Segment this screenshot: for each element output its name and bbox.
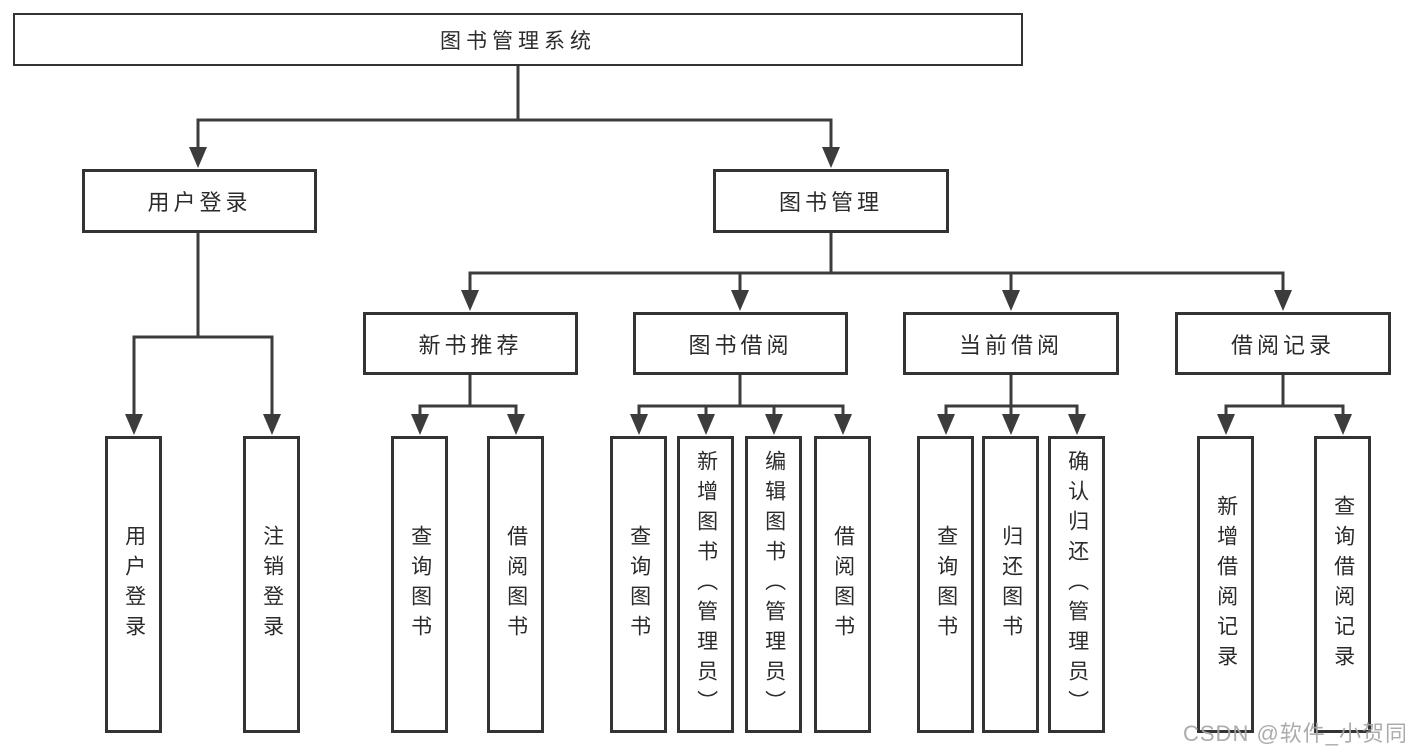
leaf-logout: 注销登录: [243, 436, 300, 733]
leaf-borrow-books-2: 借阅图书: [814, 436, 871, 733]
leaf-borrow-books-1: 借阅图书: [487, 436, 544, 733]
node-book-borrow: 图书借阅: [633, 312, 848, 375]
leaf-add-book-admin: 新增图书（管理员）: [677, 436, 734, 733]
leaf-confirm-return-admin-label: 确认归还（管理员）: [1065, 449, 1089, 720]
leaf-add-borrow-record: 新增借阅记录: [1197, 436, 1254, 733]
leaf-add-book-admin-label: 新增图书（管理员）: [694, 449, 718, 720]
node-current-borrow: 当前借阅: [903, 312, 1119, 375]
node-new-book-recommend: 新书推荐: [363, 312, 578, 375]
leaf-query-books-3: 查询图书: [917, 436, 974, 733]
leaf-borrow-books-2-label: 借阅图书: [831, 524, 855, 645]
leaf-query-books-1: 查询图书: [391, 436, 448, 733]
leaf-borrow-books-1-label: 借阅图书: [504, 524, 528, 645]
leaf-logout-label: 注销登录: [260, 524, 284, 645]
leaf-return-books-label: 归还图书: [999, 524, 1023, 645]
leaf-query-books-1-label: 查询图书: [408, 524, 432, 645]
watermark: CSDN @软件_小贺同学: [1183, 721, 1405, 746]
leaf-confirm-return-admin: 确认归还（管理员）: [1048, 436, 1105, 733]
node-borrow-records: 借阅记录: [1175, 312, 1391, 375]
leaf-query-books-2: 查询图书: [610, 436, 667, 733]
leaf-edit-book-admin: 编辑图书（管理员）: [745, 436, 802, 733]
leaf-add-borrow-record-label: 新增借阅记录: [1214, 494, 1238, 675]
branch-book-management: 图书管理: [713, 169, 949, 233]
leaf-query-books-2-label: 查询图书: [627, 524, 651, 645]
root-node: 图书管理系统: [13, 13, 1023, 66]
branch-user-login: 用户登录: [82, 169, 317, 233]
leaf-user-login: 用户登录: [105, 436, 162, 733]
leaf-return-books: 归还图书: [982, 436, 1039, 733]
leaf-query-borrow-record-label: 查询借阅记录: [1331, 494, 1355, 675]
leaf-edit-book-admin-label: 编辑图书（管理员）: [762, 449, 786, 720]
leaf-query-borrow-record: 查询借阅记录: [1314, 436, 1371, 733]
leaf-query-books-3-label: 查询图书: [934, 524, 958, 645]
leaf-user-login-label: 用户登录: [122, 524, 146, 645]
